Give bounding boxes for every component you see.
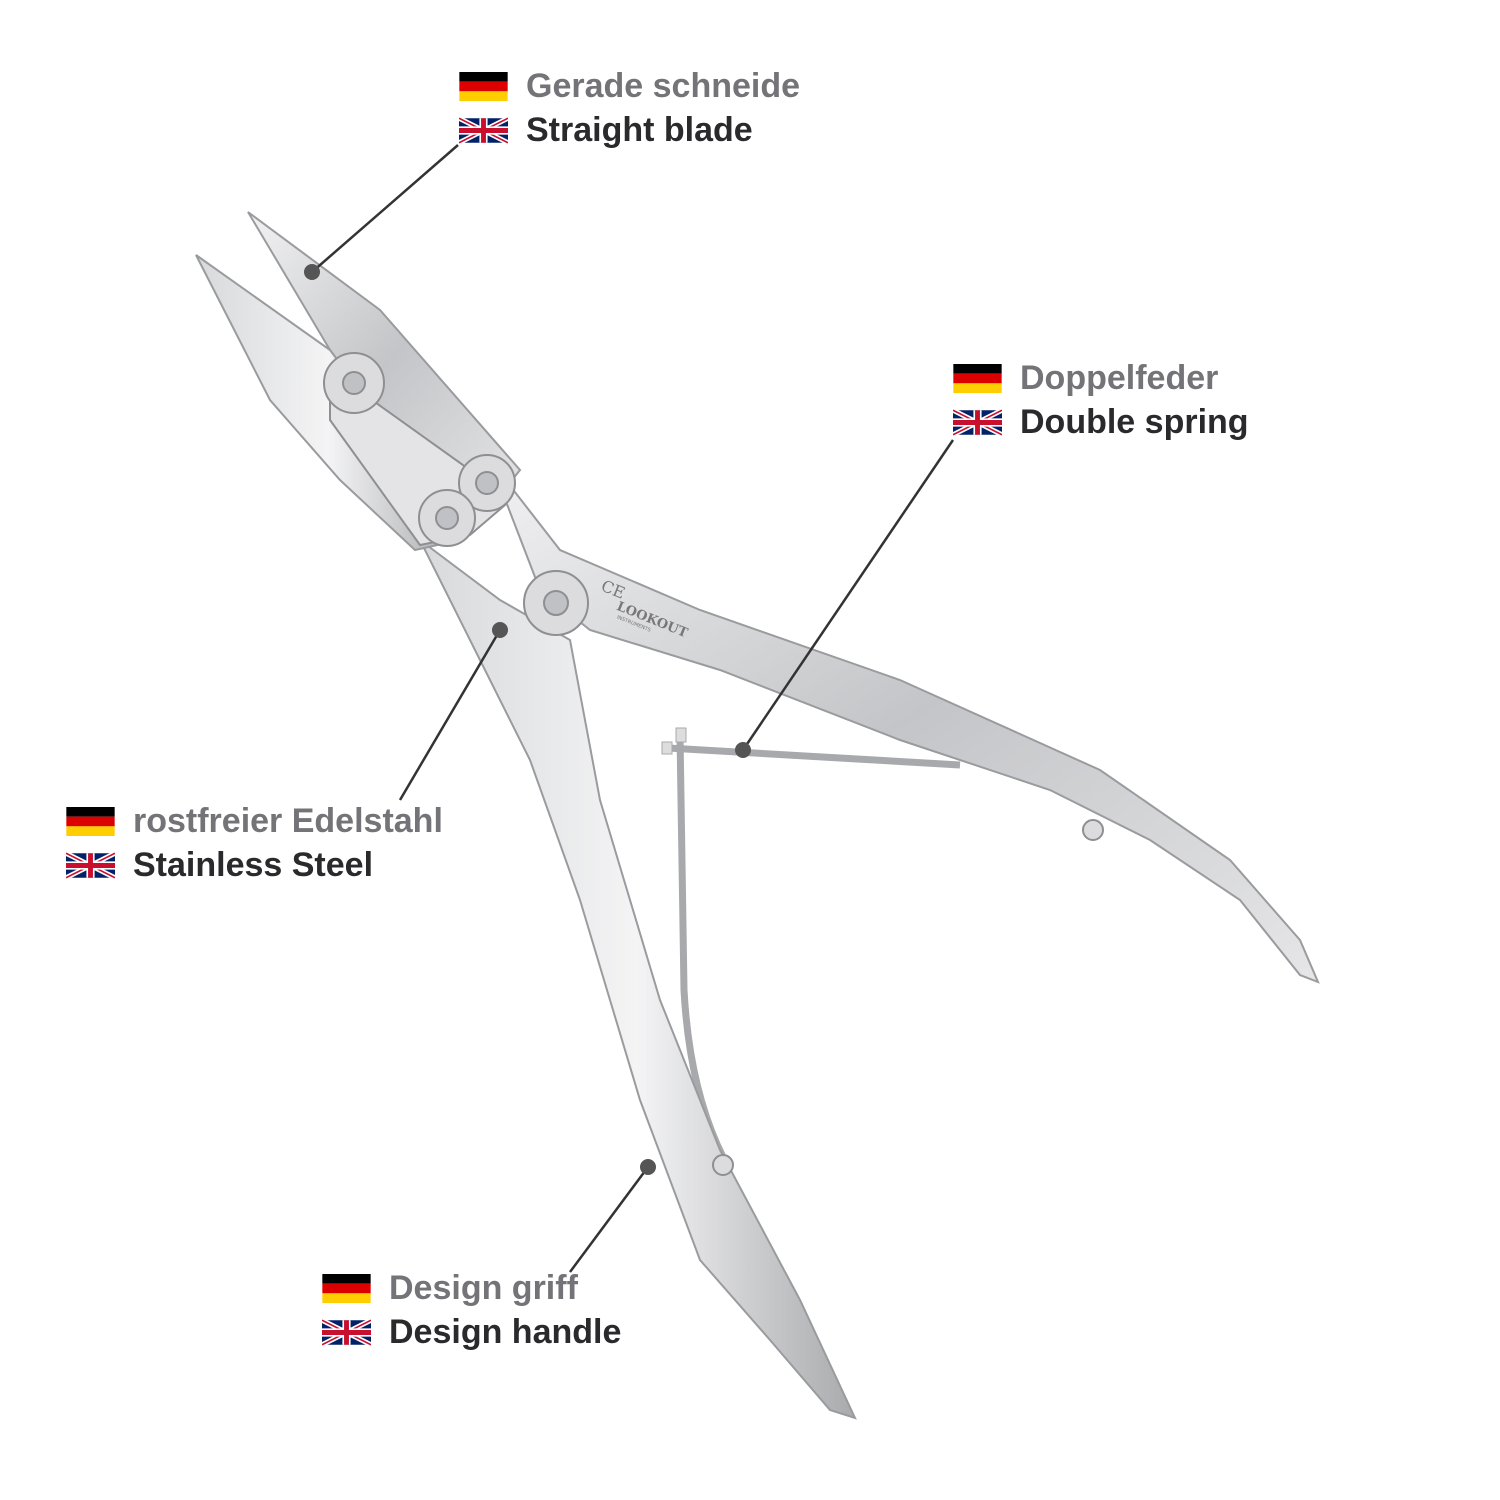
label-english: Straight blade [526, 110, 753, 149]
callout-design-handle: Design griff Design handle [322, 1266, 621, 1354]
callout-straight-blade: Gerade schneide Straight blade [459, 64, 800, 152]
uk-flag-icon [953, 407, 1002, 437]
double-spring [661, 727, 961, 1172]
label-german: rostfreier Edelstahl [133, 801, 443, 840]
german-flag-icon [953, 363, 1002, 393]
german-flag-icon [322, 1273, 371, 1303]
label-german: Gerade schneide [526, 66, 801, 105]
callout-stainless-steel: rostfreier Edelstahl Stainless Steel [66, 799, 443, 887]
uk-flag-icon [66, 850, 115, 880]
upper-handle [489, 459, 1320, 984]
label-english: Stainless Steel [133, 845, 374, 884]
german-flag-icon [66, 806, 115, 836]
label-german: Doppelfeder [1020, 358, 1219, 397]
label-german: Design griff [389, 1268, 578, 1307]
leader-lines [304, 144, 955, 1273]
label-english: Design handle [389, 1312, 622, 1351]
german-flag-icon [459, 71, 508, 101]
lower-handle [419, 539, 857, 1420]
uk-flag-icon [459, 115, 508, 145]
joint-rivets [323, 352, 1104, 1176]
uk-flag-icon [322, 1317, 371, 1347]
callout-double-spring: Doppelfeder Double spring [953, 356, 1249, 444]
label-english: Double spring [1020, 402, 1249, 441]
